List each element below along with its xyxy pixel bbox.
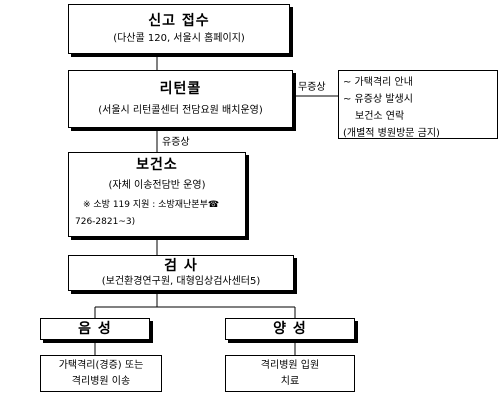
negative-title: 음 성: [78, 320, 112, 337]
callcenter-box: 리턴콜 (서울시 리턴콜센터 전담요원 배치운영): [68, 70, 293, 128]
positive-title: 양 성: [273, 320, 307, 337]
callcenter-sub: (서울시 리턴콜센터 전담요원 배치운영): [98, 105, 263, 117]
health-center-note: ※ 소방 119 지원 : 소방재난본부☎ 726-2821~3): [69, 197, 219, 231]
negative-result-box: 가택격리(경증) 또는 격리병원 이송: [40, 355, 162, 392]
test-box: 검 사 (보건환경연구원, 대형임상검사센터5): [68, 255, 294, 291]
test-sub: (보건환경연구원, 대형임상검사센터5): [101, 276, 261, 288]
positive-result-box: 격리병원 입원 치료: [225, 355, 355, 392]
no-symptom-item-2: ~ 유증상 발생시: [343, 94, 413, 105]
health-center-note-line2: 726-2821~3): [75, 216, 136, 227]
health-center-box: 보건소 (자체 이송전담반 운영) ※ 소방 119 지원 : 소방재난본부☎ …: [68, 152, 246, 237]
positive-result-line1: 격리병원 입원: [260, 359, 320, 371]
positive-box: 양 성: [225, 318, 355, 340]
report-sub: (다산콜 120, 서울시 홈페이지): [113, 33, 245, 45]
no-symptom-item-1: ~ 가택격리 안내: [343, 77, 413, 88]
test-title: 검 사: [164, 257, 198, 274]
report-box: 신고 접수 (다산콜 120, 서울시 홈페이지): [68, 4, 290, 54]
callcenter-title: 리턴콜: [159, 80, 202, 97]
no-symptom-item-3: 보건소 연락: [355, 111, 405, 122]
negative-result-line2: 격리병원 이송: [71, 375, 131, 387]
negative-box: 음 성: [40, 318, 150, 340]
report-title: 신고 접수: [148, 12, 210, 29]
symptom-label: 유증상: [160, 133, 192, 148]
no-symptom-label: 무증상: [296, 78, 328, 93]
no-symptom-box: ~ 가택격리 안내 ~ 유증상 발생시 보건소 연락 (개별적 병원방문 금지): [338, 70, 498, 139]
negative-result-line1: 가택격리(경증) 또는: [58, 359, 144, 371]
health-center-sub: (자체 이송전담반 운영): [108, 179, 206, 191]
positive-result-line2: 치료: [280, 375, 300, 387]
health-center-title: 보건소: [136, 157, 178, 173]
no-symptom-item-4: (개별적 병원방문 금지): [343, 128, 440, 139]
health-center-note-line1: ※ 소방 119 지원 : 소방재난본부☎: [83, 199, 220, 210]
